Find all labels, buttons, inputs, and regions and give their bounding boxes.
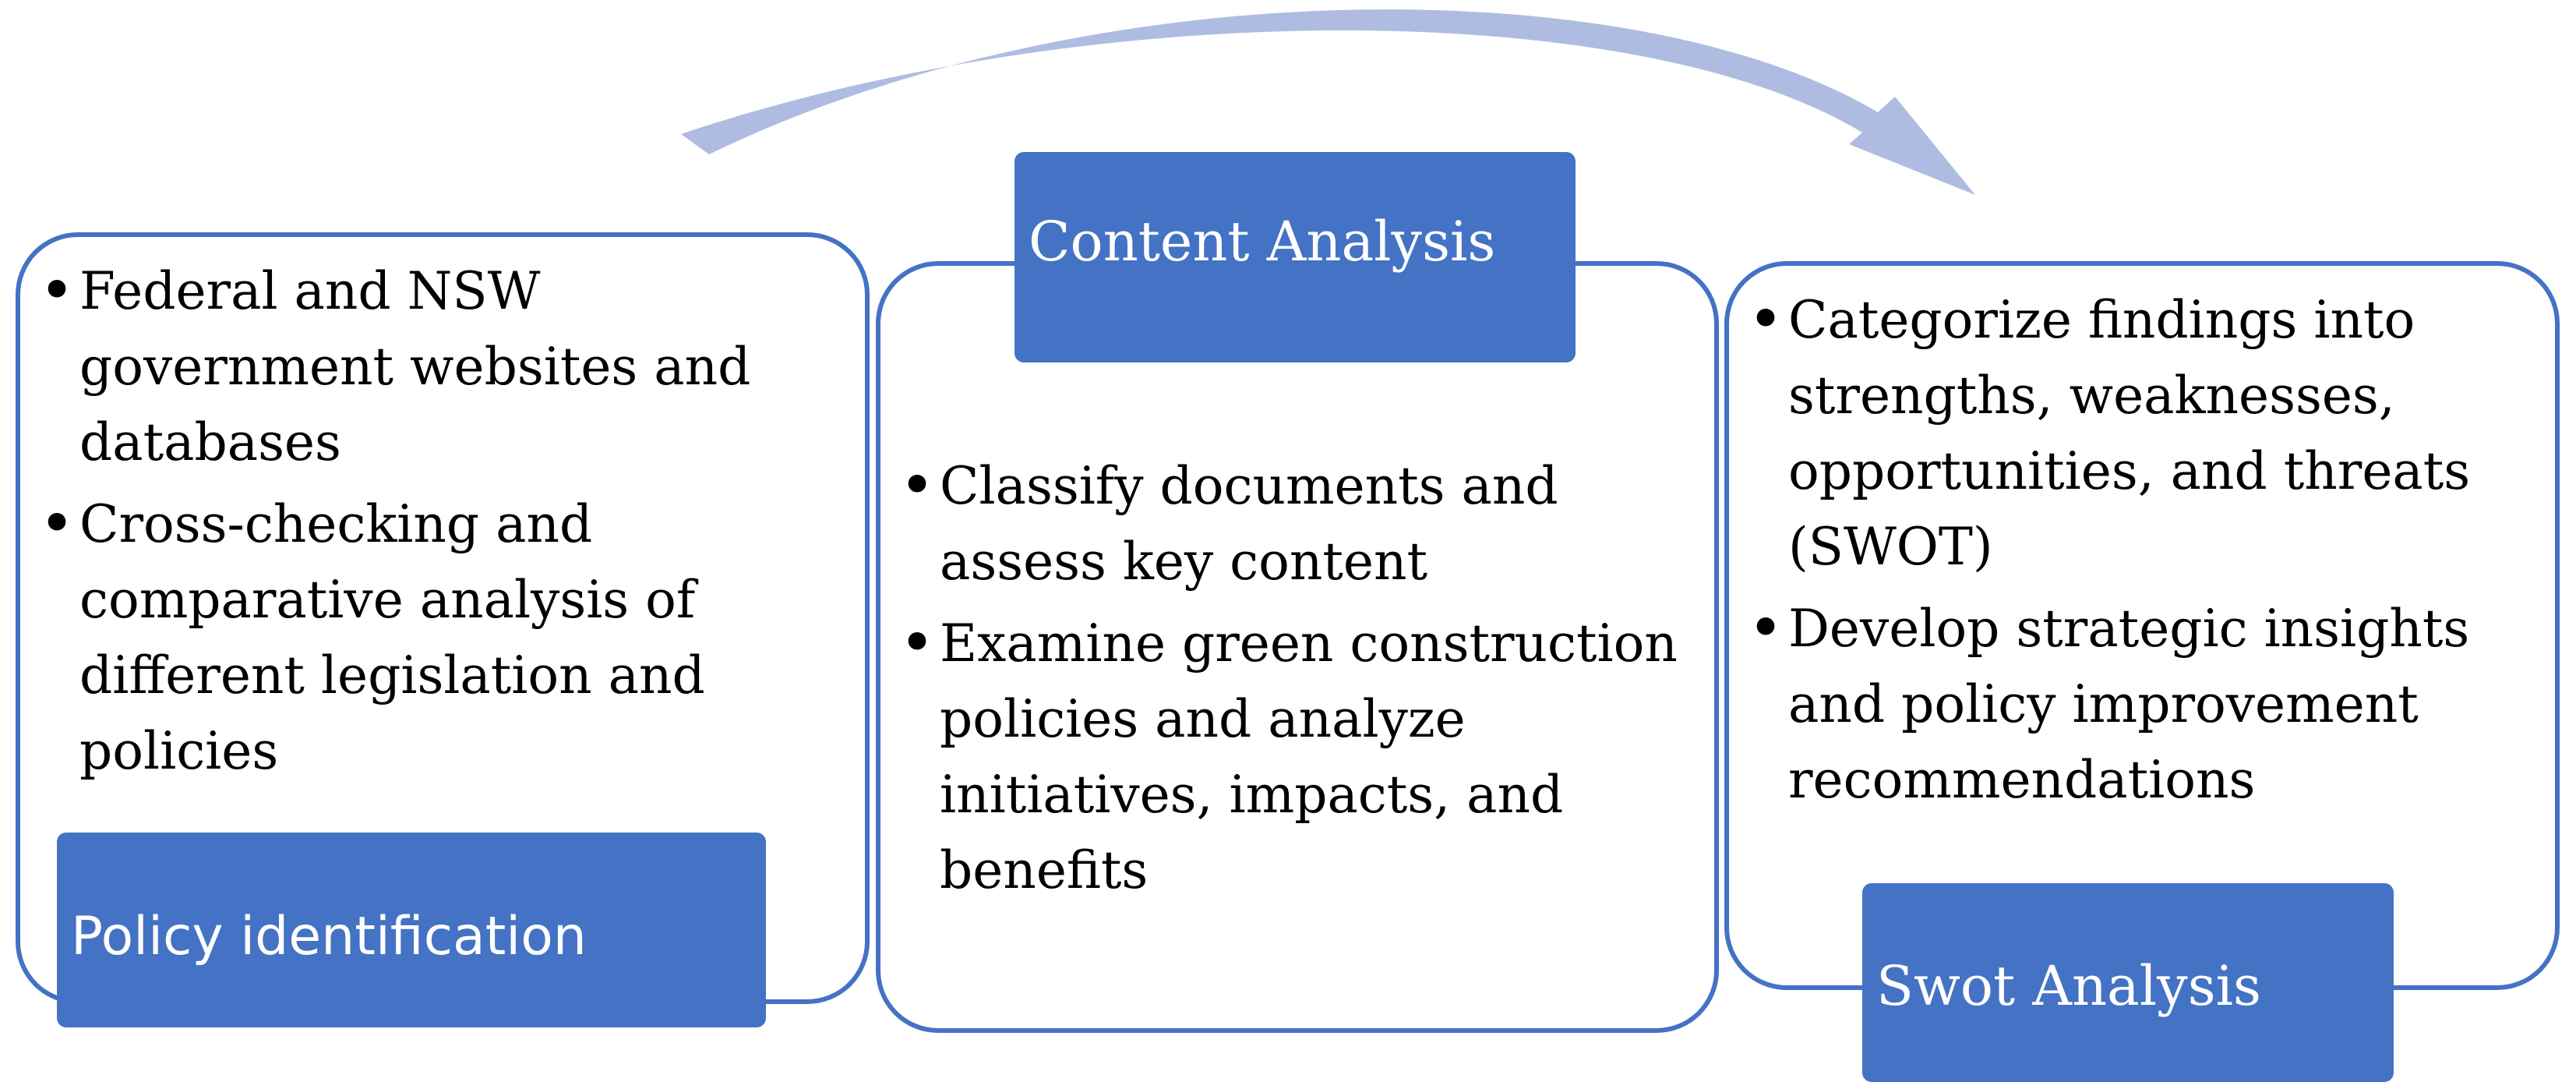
- bullet-item: Examine green construction policies and …: [899, 606, 1710, 908]
- bullet-item: Cross-checking and comparative analysis …: [39, 486, 849, 789]
- swot-analysis-bullets: Categorize findings into strengths, weak…: [1748, 282, 2542, 824]
- policy-identification-label: Policy identification: [71, 905, 587, 967]
- bullet-item: Develop strategic insights and policy im…: [1748, 591, 2542, 818]
- content-analysis-label: Content Analysis: [1029, 210, 1496, 274]
- content-analysis-bullets: Classify documents and assess key conten…: [899, 448, 1710, 914]
- policy-identification-label-box: Policy identification: [57, 833, 766, 1027]
- content-analysis-label-box: Content Analysis: [1015, 152, 1576, 362]
- bullet-item: Categorize findings into strengths, weak…: [1748, 282, 2542, 585]
- policy-identification-bullets: Federal and NSW government websites and …: [39, 253, 849, 795]
- bullet-item: Federal and NSW government websites and …: [39, 253, 849, 480]
- curved-flow-arrow-icon: [681, 9, 1975, 195]
- swot-analysis-label-box: Swot Analysis: [1862, 883, 2394, 1082]
- bullet-item: Classify documents and assess key conten…: [899, 448, 1710, 599]
- swot-analysis-label: Swot Analysis: [1876, 953, 2261, 1018]
